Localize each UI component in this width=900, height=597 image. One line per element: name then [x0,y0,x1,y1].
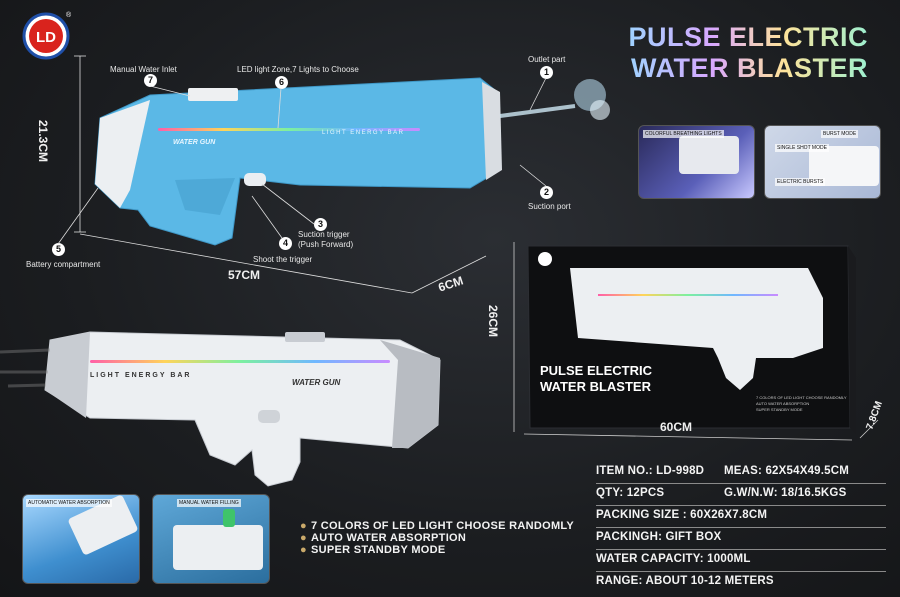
spec-divider [596,527,886,528]
callout-3-number: 3 [314,218,327,231]
brand-logo: LD [22,12,70,60]
box-bullet-3: SUPER STANDBY MODE [756,407,803,412]
gun-white-water-gun-label: WATER GUN [292,378,341,387]
feature-item: ●AUTO WATER ABSORPTION [300,532,467,544]
spec-row: ITEM NO.: LD-998D MEAS: 62X54X49.5CM [596,462,886,483]
callout-6-number: 6 [275,76,288,89]
fill-cap-icon [223,509,235,527]
thumb-auto-absorption: AUTOMATIC WATER ABSORPTION [22,494,140,584]
thumb-breathing-lights: COLORFUL BREATHING LIGHTS [638,125,755,199]
callout-4-label: Shoot the trigger [253,255,313,264]
spec-divider [596,483,886,484]
callout-7-number: 7 [144,74,157,87]
gun-blue-water-gun-label: WATER GUN [173,139,216,146]
feature-item: ●7 COLORS OF LED LIGHT CHOOSE RANDOMLY [300,520,575,532]
registered-icon: ® [66,12,72,19]
spec-range: RANGE: ABOUT 10-12 METERS [596,575,774,587]
callout-4-number: 4 [279,237,292,250]
spec-meas: MEAS: 62X54X49.5CM [724,465,850,477]
feature-list: ●7 COLORS OF LED LIGHT CHOOSE RANDOMLY ●… [300,520,574,556]
box-bullets: 7 COLORS OF LED LIGHT CHOOSE RANDOMLY AU… [756,395,847,413]
callout-2-number: 2 [540,186,553,199]
thumb-electric-bursts-label: ELECTRIC BURSTS [775,178,826,186]
callout-3-label-2: (Push Forward) [298,240,354,249]
thumb-single-shot-label: SINGLE SHOT MODE [775,144,829,152]
box-logo [538,252,552,266]
callout-7-label: Manual Water Inlet [110,65,177,74]
spec-row: QTY: 12PCS G.W/N.W: 18/16.5KGS [596,484,886,505]
thumb-gun-shape [679,136,739,174]
spec-item-no: ITEM NO.: LD-998D [596,465,705,477]
callout-2-label: Suction port [528,202,571,211]
spec-water-capacity: WATER CAPACITY: 1000ML [596,553,751,565]
spec-row: PACKINGH: GIFT BOX [596,528,886,549]
spec-row: WATER CAPACITY: 1000ML [596,550,886,571]
box-bullet-1: 7 COLORS OF LED LIGHT CHOOSE RANDOMLY [756,395,847,400]
box-title: PULSE ELECTRIC WATER BLASTER [540,363,652,395]
logo-text: LD [36,29,56,46]
dim-box-height: 26CM [486,305,500,338]
spec-divider [596,505,886,506]
callout-5-label: Battery compartment [26,260,101,269]
thumb-modes: BURST MODE SINGLE SHOT MODE ELECTRIC BUR… [764,125,881,199]
spec-packing-size: PACKING SIZE : 60X26X7.8CM [596,509,768,521]
box-bullet-2: AUTO WATER ABSORPTION [756,401,810,406]
gun-blue-light-bar-label: LIGHT ENERGY BAR [322,130,405,136]
callout-6-label: LED light Zone,7 Lights to Choose [237,65,359,74]
callout-1-number: 1 [540,66,553,79]
spec-packing: PACKINGH: GIFT BOX [596,531,722,543]
thumb-manual-filling-label: MANUAL WATER FILLING [177,499,241,507]
dim-length: 57CM [228,268,261,282]
gift-box: PULSE ELECTRIC WATER BLASTER 7 COLORS OF… [518,238,858,434]
spec-row: PACKING SIZE : 60X26X7.8CM [596,506,886,527]
callout-5-number: 5 [52,243,65,256]
box-title-line-2: WATER BLASTER [540,379,651,394]
thumb-burst-mode-label: BURST MODE [821,130,859,138]
gift-box-shape [527,245,856,434]
thumb-gun-shape [173,525,263,570]
spec-qty: QTY: 12PCS [596,487,665,499]
callout-3-label: Suction trigger [298,230,350,239]
box-title-line-1: PULSE ELECTRIC [540,363,652,378]
feature-item-text: SUPER STANDBY MODE [310,544,446,556]
spec-divider [596,549,886,550]
spec-table: ITEM NO.: LD-998D MEAS: 62X54X49.5CM QTY… [596,462,886,593]
feature-item-text: 7 COLORS OF LED LIGHT CHOOSE RANDOMLY [310,520,575,532]
spec-gw-nw: G.W/N.W: 18/16.5KGS [724,487,847,499]
callout-1-label: Outlet part [528,55,566,64]
feature-item: ●SUPER STANDBY MODE [300,544,446,556]
dim-box-width: 60CM [660,420,693,434]
spec-row: RANGE: ABOUT 10-12 METERS [596,572,886,593]
thumb-manual-filling: MANUAL WATER FILLING [152,494,270,584]
thumb-auto-absorption-label: AUTOMATIC WATER ABSORPTION [26,499,112,507]
thumb-breathing-lights-label: COLORFUL BREATHING LIGHTS [643,130,724,138]
spec-divider [596,571,886,572]
feature-item-text: AUTO WATER ABSORPTION [310,532,467,544]
gun-white-light-bar-label: LIGHT ENERGY BAR [90,372,192,379]
